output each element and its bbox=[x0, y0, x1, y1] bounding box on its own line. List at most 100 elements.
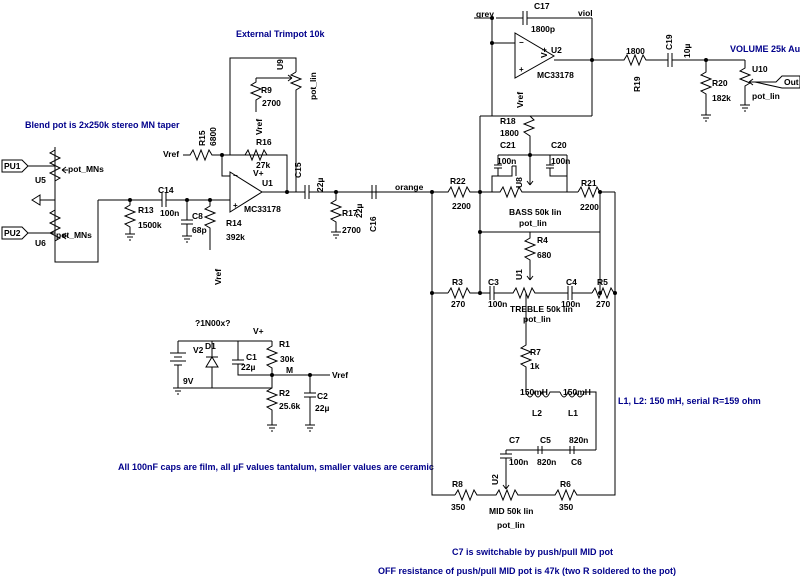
c2: C2 22µ bbox=[304, 373, 329, 432]
svg-text:TREBLE 50k lin: TREBLE 50k lin bbox=[510, 304, 573, 314]
battery-v2: V2 9V bbox=[170, 341, 204, 395]
svg-text:C3: C3 bbox=[488, 277, 499, 287]
svg-text:PU2: PU2 bbox=[4, 228, 21, 238]
l2: 150mH L2 bbox=[520, 387, 560, 418]
svg-text:R16: R16 bbox=[256, 137, 272, 147]
svg-text:1k: 1k bbox=[530, 361, 540, 371]
r18: R18 1800 bbox=[480, 115, 592, 155]
r4: R4 680 bbox=[523, 232, 551, 281]
c21: C21 100n bbox=[491, 140, 517, 192]
svg-text:pot_MNs: pot_MNs bbox=[56, 230, 92, 240]
svg-text:10µ: 10µ bbox=[682, 44, 692, 58]
diode-question-label: ?1N00x? bbox=[195, 318, 230, 328]
r9: R9 2700 Vref bbox=[249, 77, 285, 135]
svg-text:350: 350 bbox=[559, 502, 573, 512]
svg-text:−: − bbox=[233, 171, 238, 180]
c19: C19 10µ bbox=[664, 34, 745, 67]
svg-text:22µ: 22µ bbox=[315, 403, 329, 413]
svg-text:R19: R19 bbox=[632, 76, 642, 92]
svg-text:U9: U9 bbox=[275, 59, 285, 70]
svg-text:U6: U6 bbox=[35, 238, 46, 248]
c20: C20 100n bbox=[546, 140, 578, 193]
svg-text:680: 680 bbox=[537, 250, 551, 260]
svg-text:27k: 27k bbox=[256, 160, 270, 170]
svg-text:U1: U1 bbox=[514, 269, 524, 280]
svg-text:pot_lin: pot_lin bbox=[523, 314, 551, 324]
grey-net-label: grey bbox=[476, 9, 494, 19]
svg-text:R4: R4 bbox=[537, 235, 548, 245]
svg-text:1800: 1800 bbox=[626, 46, 645, 56]
svg-text:R21: R21 bbox=[581, 178, 597, 188]
m-label: M bbox=[286, 365, 293, 375]
svg-text:V+: V+ bbox=[539, 47, 549, 58]
c15: C15 22µ bbox=[293, 162, 380, 199]
svg-text:C17: C17 bbox=[534, 1, 550, 11]
svg-text:U5: U5 bbox=[35, 175, 46, 185]
svg-text:100n: 100n bbox=[160, 208, 179, 218]
pot-u2-mid: U2 MID 50k lin pot_lin bbox=[488, 474, 548, 530]
r20: R20 182k bbox=[699, 58, 731, 122]
svg-text:100n: 100n bbox=[551, 156, 570, 166]
svg-text:2700: 2700 bbox=[342, 225, 361, 235]
svg-text:pot_lin: pot_lin bbox=[308, 72, 318, 100]
trimpot-u9: U9 pot_lin bbox=[275, 59, 318, 100]
volume-note: VOLUME 25k Audio bbox=[730, 44, 800, 54]
svg-text:C15: C15 bbox=[293, 162, 303, 178]
vref-label: Vref bbox=[332, 370, 348, 380]
svg-text:MC33178: MC33178 bbox=[537, 70, 574, 80]
r22: R22 2200 bbox=[432, 176, 480, 211]
svg-text:C19: C19 bbox=[664, 34, 674, 50]
svg-text:R1: R1 bbox=[279, 339, 290, 349]
svg-text:R8: R8 bbox=[452, 479, 463, 489]
svg-text:U8: U8 bbox=[514, 177, 524, 188]
svg-text:9V: 9V bbox=[183, 376, 194, 386]
pot-u1-treble: U1 TREBLE 50k lin pot_lin bbox=[505, 269, 573, 324]
svg-text:U10: U10 bbox=[752, 64, 768, 74]
svg-text:U2: U2 bbox=[551, 45, 562, 55]
c4: C4 100n bbox=[561, 277, 592, 309]
svg-text:Vref: Vref bbox=[163, 149, 179, 159]
svg-text:MC33178: MC33178 bbox=[244, 204, 281, 214]
out-port: Out bbox=[754, 75, 800, 89]
svg-text:pot_MNs: pot_MNs bbox=[68, 164, 104, 174]
svg-text:2700: 2700 bbox=[262, 98, 281, 108]
svg-text:R20: R20 bbox=[712, 78, 728, 88]
svg-text:820n: 820n bbox=[569, 435, 588, 445]
c7: C7 100n bbox=[500, 435, 528, 478]
svg-text:22µ: 22µ bbox=[315, 178, 325, 192]
c17: C17 1800p bbox=[515, 1, 592, 34]
svg-text:+: + bbox=[519, 65, 524, 74]
svg-text:2200: 2200 bbox=[452, 201, 471, 211]
svg-text:U2: U2 bbox=[490, 474, 500, 485]
c16: 22µ C16 orange bbox=[354, 182, 432, 232]
svg-text:MID 50k lin: MID 50k lin bbox=[489, 506, 533, 516]
inductor-note: L1, L2: 150 mH, serial R=159 ohm bbox=[618, 396, 761, 406]
r7: R7 1k bbox=[519, 293, 541, 392]
svg-text:C8: C8 bbox=[192, 211, 203, 221]
pu2-port: PU2 bbox=[1, 226, 29, 240]
svg-text:R2: R2 bbox=[279, 388, 290, 398]
svg-text:pot_lin: pot_lin bbox=[752, 91, 780, 101]
svg-text:R15: R15 bbox=[197, 130, 207, 146]
caps-note: All 100nF caps are film, all µF values t… bbox=[118, 462, 434, 472]
volume-pot-u10: U10 pot_lin bbox=[738, 60, 780, 112]
svg-text:Vref: Vref bbox=[515, 92, 525, 108]
svg-text:R5: R5 bbox=[597, 277, 608, 287]
svg-text:PU1: PU1 bbox=[4, 161, 21, 171]
svg-text:+: + bbox=[233, 201, 238, 210]
r21: R21 2200 bbox=[577, 178, 615, 212]
svg-text:C7: C7 bbox=[509, 435, 520, 445]
opamp-u1: − + U1 MC33178 V+ bbox=[229, 168, 296, 214]
viol-net-label: viol bbox=[578, 8, 593, 18]
svg-text:Vref: Vref bbox=[254, 119, 264, 135]
c7-note: C7 is switchable by push/pull MID pot bbox=[452, 547, 613, 557]
svg-text:V+: V+ bbox=[253, 168, 264, 178]
svg-text:R7: R7 bbox=[530, 347, 541, 357]
svg-text:U1: U1 bbox=[262, 178, 273, 188]
svg-text:R6: R6 bbox=[560, 479, 571, 489]
svg-text:1800: 1800 bbox=[500, 128, 519, 138]
svg-text:R3: R3 bbox=[452, 277, 463, 287]
svg-text:C6: C6 bbox=[571, 457, 582, 467]
svg-text:1800p: 1800p bbox=[531, 24, 555, 34]
r16: R16 27k bbox=[244, 137, 272, 170]
